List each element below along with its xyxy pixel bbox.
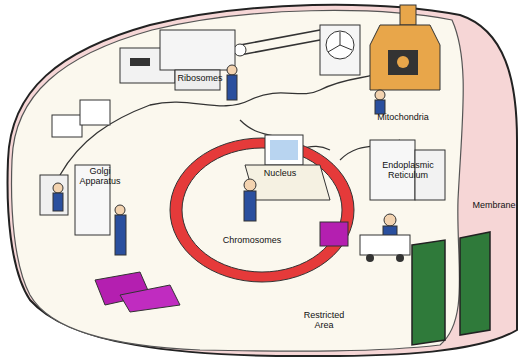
worker-body bbox=[227, 75, 237, 100]
fire bbox=[397, 56, 409, 68]
door bbox=[412, 240, 445, 345]
nuclear-envelope bbox=[170, 138, 354, 282]
part-label: Endoplasmic Reticulum bbox=[374, 160, 442, 180]
machine bbox=[160, 30, 235, 70]
cart bbox=[360, 235, 410, 255]
part-label: Chromosomes bbox=[220, 235, 284, 245]
part-label: Restricted Area bbox=[298, 310, 350, 330]
part-label: Nucleus bbox=[258, 168, 302, 178]
monitor-screen bbox=[270, 140, 298, 160]
worker-body bbox=[53, 193, 63, 211]
package bbox=[320, 222, 348, 246]
golgi-shelf bbox=[40, 175, 68, 215]
worker-head bbox=[53, 183, 63, 193]
fan-blades bbox=[328, 32, 352, 52]
worker-body bbox=[244, 191, 256, 221]
furnace bbox=[370, 25, 440, 90]
part-label: Membrane bbox=[470, 200, 518, 210]
door bbox=[460, 232, 490, 335]
fan-housing bbox=[320, 25, 360, 75]
pulley bbox=[234, 44, 246, 56]
nucleoplasm bbox=[182, 148, 342, 272]
part-label: Golgi Apparatus bbox=[78, 166, 122, 186]
membrane-band bbox=[8, 5, 517, 356]
crate bbox=[52, 115, 82, 137]
fan bbox=[326, 31, 354, 59]
part-label: Ribosomes bbox=[175, 73, 225, 83]
worker-body bbox=[375, 100, 385, 114]
worker-body bbox=[115, 215, 126, 255]
belt bbox=[240, 40, 320, 55]
worker-head bbox=[227, 65, 237, 75]
worker-head bbox=[384, 214, 396, 226]
furnace-door bbox=[388, 50, 418, 75]
crate bbox=[80, 100, 110, 125]
worker-head bbox=[244, 179, 256, 191]
monitor bbox=[265, 135, 303, 165]
package bbox=[120, 285, 180, 312]
part-label: Mitochondria bbox=[372, 112, 434, 122]
wheel bbox=[366, 254, 374, 262]
worker-head bbox=[115, 205, 125, 215]
cytoplasm bbox=[12, 11, 464, 352]
machine-slot bbox=[130, 58, 150, 66]
wheel bbox=[396, 254, 404, 262]
desk bbox=[245, 165, 330, 200]
worker-head bbox=[375, 90, 385, 100]
chimney bbox=[400, 5, 416, 25]
